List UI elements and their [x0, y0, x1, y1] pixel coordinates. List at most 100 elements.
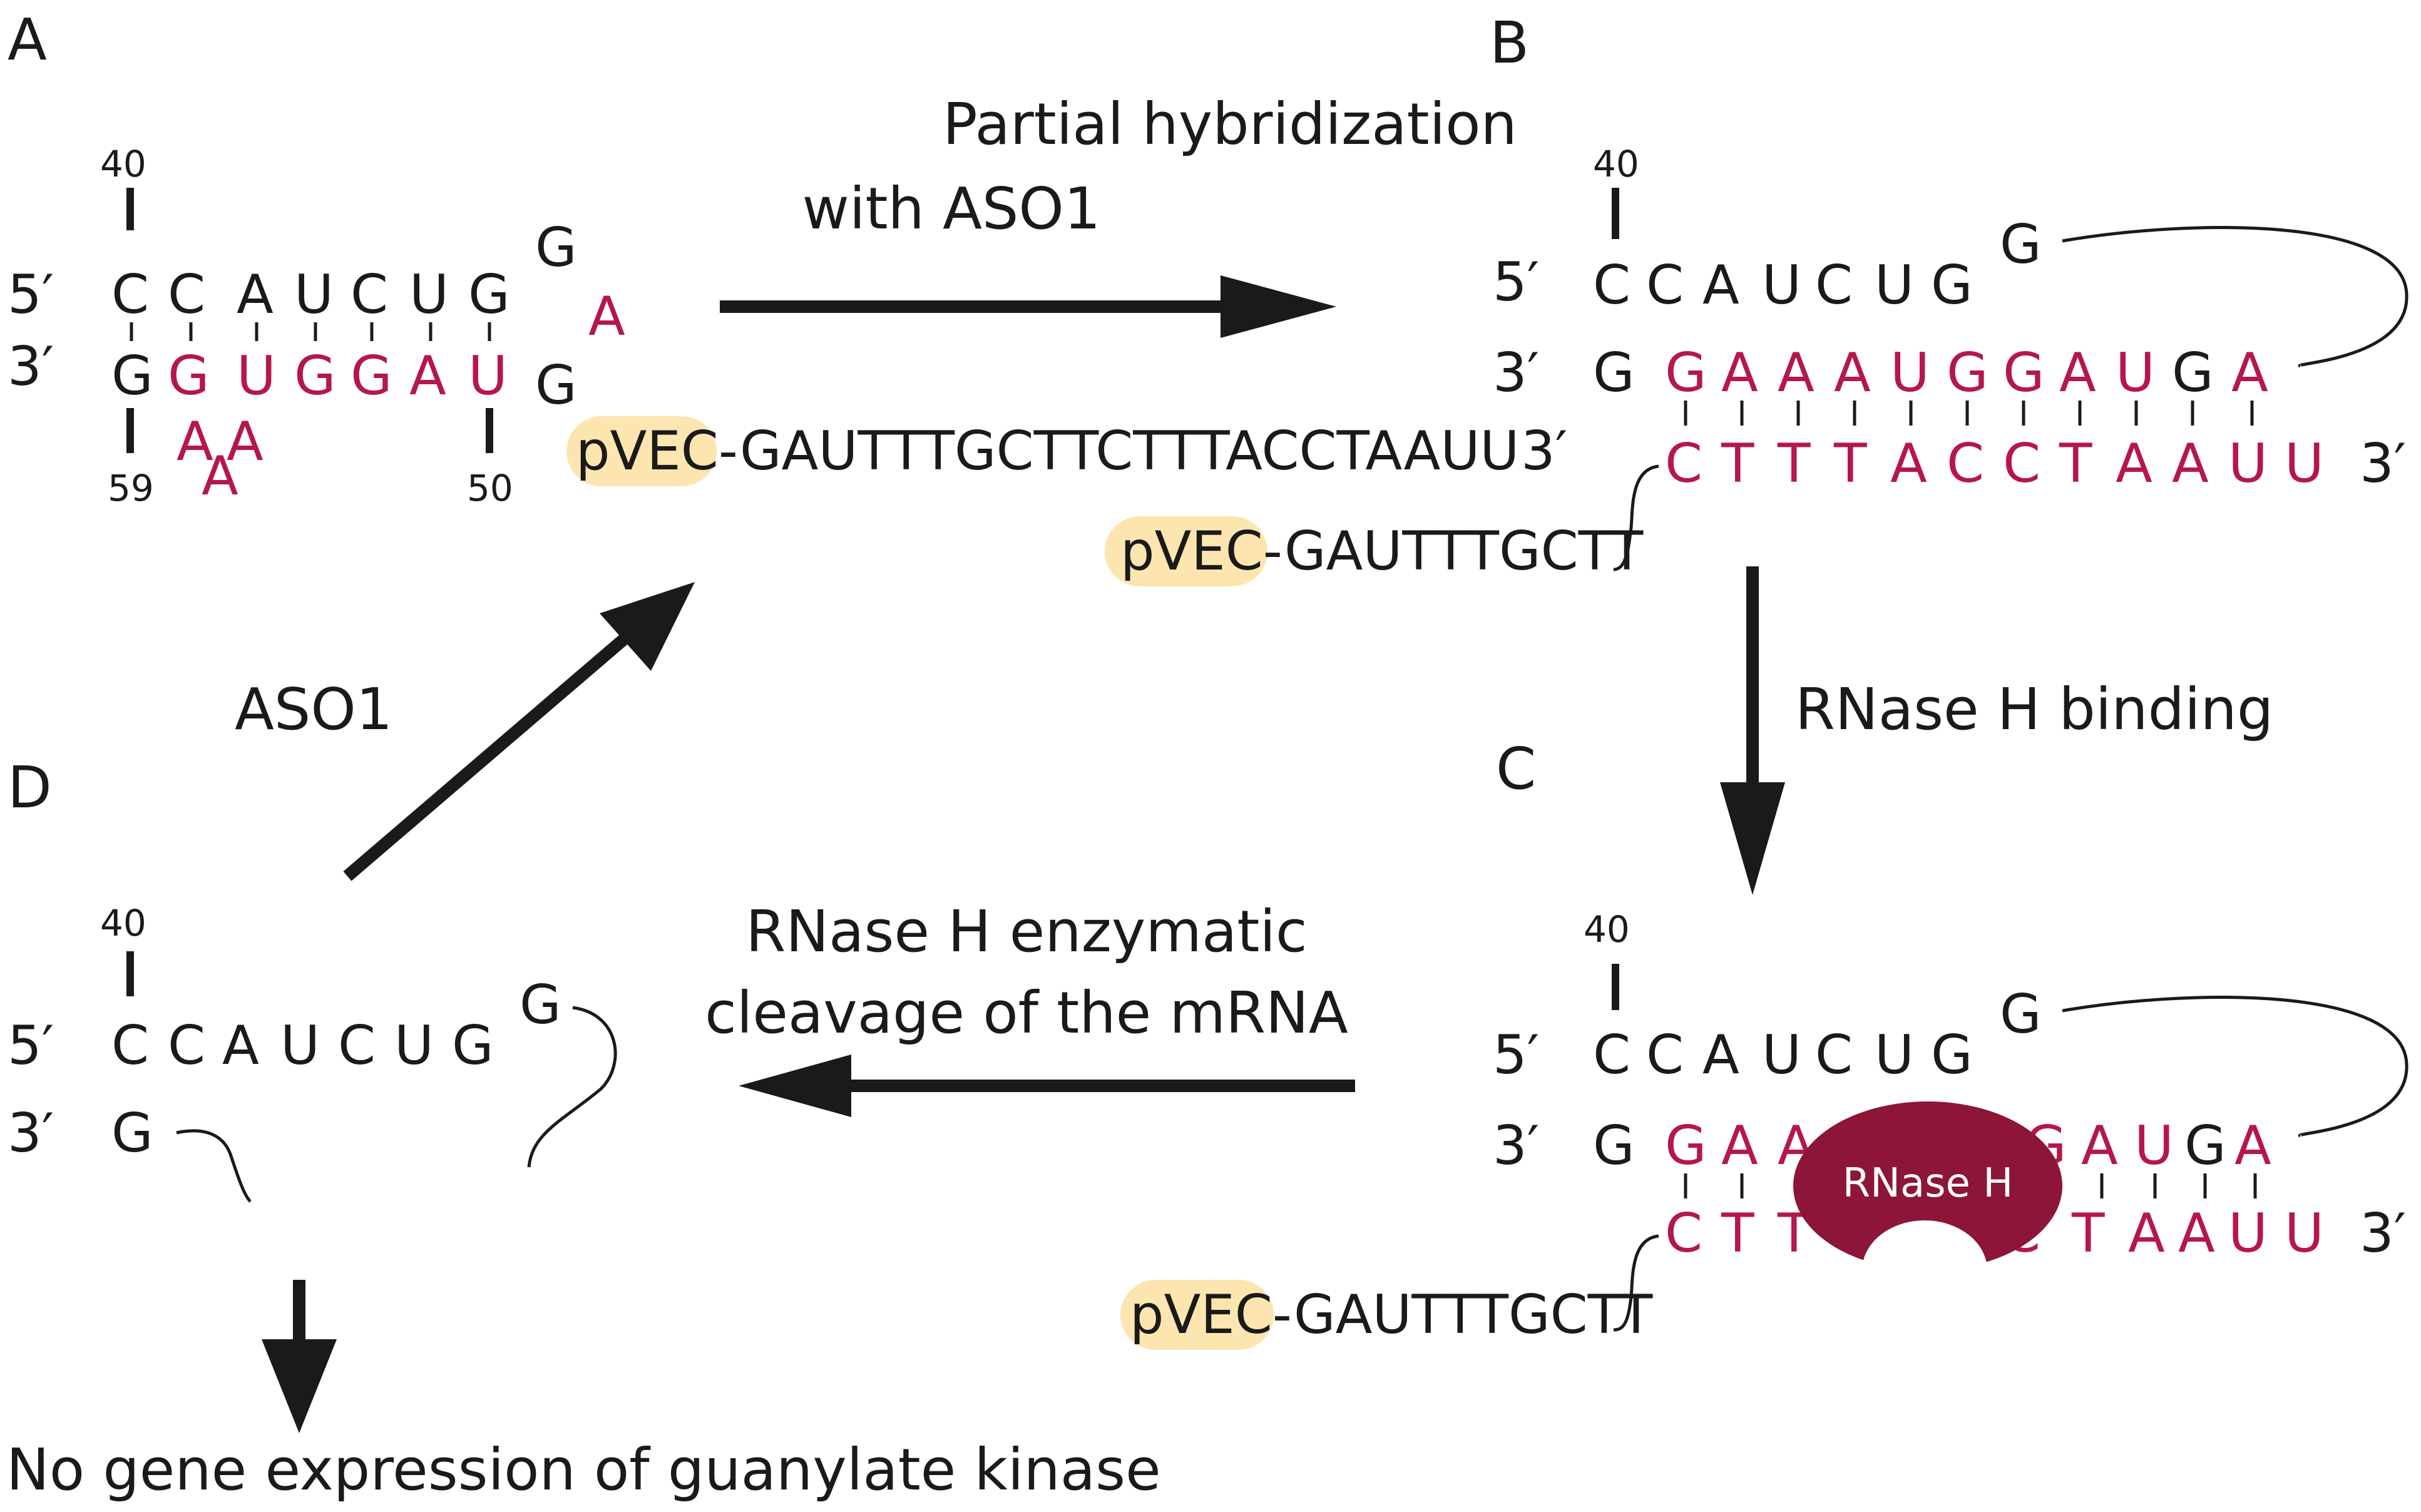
- base: G: [1931, 254, 1973, 317]
- base: C: [1665, 432, 1702, 495]
- pvec-tag-highlight: [566, 416, 717, 486]
- base: A: [409, 345, 446, 407]
- step-caption-cleavage-line2: cleavage of the mRNA: [705, 979, 1348, 1046]
- base: T: [2059, 432, 2092, 495]
- base: A: [2172, 432, 2209, 495]
- base: U: [294, 263, 334, 326]
- base: C: [111, 1014, 149, 1077]
- base: C: [1947, 432, 1984, 495]
- panel-b: B 40 5′ 3′ C C A U C U G G G G A A A U G…: [1105, 9, 2408, 586]
- base: U: [2228, 432, 2268, 495]
- step-caption-rnase-binding: RNase H binding: [1795, 676, 2273, 743]
- base: G: [351, 345, 392, 407]
- base: C: [1646, 254, 1684, 317]
- base: T: [1833, 432, 1867, 495]
- base: A: [1702, 254, 1739, 317]
- pvec-tag-highlight: [1105, 516, 1267, 586]
- base: U: [409, 263, 449, 326]
- panel-c: C 40 5′ 3′ C C A U C U G G G G A A A U G…: [1120, 735, 2408, 1350]
- base: U: [1875, 254, 1914, 317]
- base: A: [202, 445, 238, 508]
- base: U: [280, 1014, 320, 1077]
- base: A: [222, 1014, 259, 1077]
- base: G: [2003, 342, 2045, 404]
- base: U: [394, 1014, 434, 1077]
- base: U: [2116, 342, 2155, 404]
- base: C: [351, 263, 388, 326]
- pvec-tag-label: pVEC-GAUTTTGCTT: [1120, 520, 1644, 583]
- base: A: [2128, 1202, 2165, 1265]
- base: G: [294, 345, 336, 407]
- panel-c-label: C: [1496, 735, 1536, 802]
- panel-a-label: A: [8, 6, 47, 73]
- mrna-top-strand: C C A U C U G G: [1593, 213, 2042, 317]
- base: U: [1890, 342, 1930, 404]
- panel-d: D 40 5′ 3′ C C A U C U G G G No gene exp…: [6, 754, 1161, 1503]
- base: C: [1593, 1024, 1630, 1086]
- base: T: [1721, 1202, 1754, 1265]
- base: C: [1646, 1024, 1684, 1086]
- panel-b-label: B: [1490, 9, 1529, 76]
- loop-base: G: [535, 217, 577, 279]
- base: A: [2178, 1202, 2215, 1265]
- base: G: [2000, 983, 2042, 1046]
- three-prime-label: 3′: [8, 335, 54, 398]
- base: A: [1702, 1024, 1739, 1086]
- five-prime-label: 5′: [1493, 1024, 1539, 1086]
- step-caption-partial-line2: with ASO1: [802, 175, 1101, 242]
- base: A: [2081, 1115, 2118, 1177]
- aso1-free: pVEC-GAUTTTGCTTCTTTACCTAAUU 3′: [566, 416, 1567, 486]
- aso-bound-strand: C T T T A C C T A A U U 3′: [1665, 432, 2406, 495]
- position-40-label: 40: [1584, 908, 1630, 951]
- panel-a: A 40 5′ 3′ C C A U C U G G G U G: [8, 6, 1567, 509]
- base: A: [2059, 342, 2096, 404]
- position-50-label: 50: [467, 467, 513, 509]
- mrna-top-strand: C C A U C U G G: [1593, 983, 2042, 1086]
- base: G: [1665, 1115, 1707, 1177]
- base: C: [111, 263, 149, 326]
- stem-bottom-strand: G G U G G A U: [111, 345, 508, 407]
- base: C: [1593, 254, 1630, 317]
- base: A: [237, 263, 274, 326]
- rnase-h-notch: [1862, 1220, 1987, 1320]
- mrna-loop-curve: [2062, 226, 2408, 368]
- base: A: [1721, 1115, 1758, 1177]
- three-prime-label: 3′: [1493, 1115, 1539, 1177]
- pvec-tag-label: pVEC-GAUTTTGCTTCTTTACCTAAUU: [576, 420, 1519, 483]
- bulge-bases: A A A: [177, 411, 264, 508]
- mrna-loop-curve: [2062, 996, 2408, 1138]
- pvec-tag-label: pVEC-GAUTTTGCTT: [1130, 1284, 1653, 1346]
- base: A: [1890, 432, 1927, 495]
- loop-base: A: [588, 285, 625, 348]
- base: G: [1665, 342, 1707, 404]
- position-40-label: 40: [1593, 143, 1639, 185]
- base: C: [2003, 432, 2040, 495]
- base: A: [2231, 342, 2268, 404]
- cleaved-top-strand: C C A U C U G G: [111, 974, 561, 1077]
- base: U: [2134, 1115, 2174, 1177]
- base: G: [1593, 1115, 1635, 1177]
- stem-pair-ticks: [130, 322, 491, 341]
- base: T: [1721, 432, 1754, 495]
- base: A: [1834, 342, 1871, 404]
- five-prime-label: 5′: [8, 1014, 54, 1077]
- outcome-caption: No gene expression of guanylate kinase: [6, 1436, 1161, 1503]
- three-prime-label: 3′: [8, 1102, 54, 1165]
- base: C: [1815, 1024, 1853, 1086]
- three-prime-label: 3′: [2360, 432, 2406, 495]
- base: A: [177, 411, 213, 473]
- base: U: [1875, 1024, 1914, 1086]
- arrow-left: [739, 1055, 1355, 1117]
- base: A: [1778, 342, 1814, 404]
- position-59-label: 59: [108, 467, 154, 509]
- base: A: [2116, 432, 2152, 495]
- position-59-tick: [126, 408, 134, 453]
- step-caption-partial-line1: Partial hybridization: [943, 91, 1517, 158]
- base: G: [168, 345, 210, 407]
- base: G: [111, 345, 153, 407]
- base: C: [168, 263, 205, 326]
- five-prime-label: 5′: [1493, 251, 1539, 314]
- base: G: [2000, 213, 2042, 276]
- cleaved-fragment-curve: [176, 1129, 252, 1203]
